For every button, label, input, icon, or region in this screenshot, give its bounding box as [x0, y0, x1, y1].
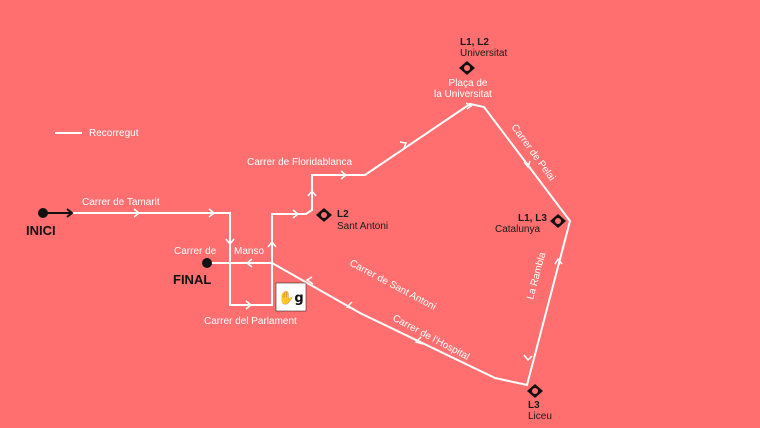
- station-lines-sant-antoni: L2: [337, 209, 349, 220]
- arrow-icon: [208, 208, 216, 218]
- station-lines-catalunya: L1, L3: [518, 213, 547, 224]
- arrow-icon: [245, 300, 253, 310]
- street-label-placa-1: Plaça de: [448, 78, 488, 89]
- street-label-floridablanca: Carrer de Floridablanca: [247, 157, 353, 168]
- arrow-icon: [523, 354, 533, 362]
- metro-icon: [550, 214, 566, 228]
- metro-icon: [459, 61, 475, 75]
- street-label-sant-antoni: Carrer de Sant Antoni: [348, 258, 438, 313]
- station-name-catalunya: Catalunya: [495, 224, 541, 235]
- arrow-icon: [245, 258, 253, 268]
- start-label: INICI: [26, 223, 56, 238]
- arrow-icon: [133, 208, 141, 218]
- street-label-manso-1: Carrer de: [174, 246, 217, 257]
- station-lines-liceu: L3: [528, 400, 540, 411]
- street-label-tamarit: Carrer de Tamarit: [82, 197, 160, 208]
- arrow-icon: [225, 238, 235, 246]
- sign-language-icon: ✋g: [275, 282, 307, 312]
- arrow-icon: [345, 301, 355, 310]
- station-lines-universitat: L1, L2: [460, 37, 489, 48]
- route-path: [72, 102, 572, 387]
- legend-label: Recorregut: [89, 128, 139, 139]
- station-name-universitat: Universitat: [460, 48, 508, 59]
- arrow-icon: [340, 170, 348, 180]
- direction-arrows: [133, 102, 563, 362]
- arrow-icon: [307, 189, 317, 197]
- metro-icon: [527, 384, 543, 398]
- metro-icon: [316, 208, 332, 222]
- arrow-icon: [465, 102, 473, 110]
- end-label: FINAL: [173, 272, 212, 287]
- street-label-rambla: La Rambla: [525, 251, 548, 301]
- street-label-pelai: Carrer de Pelai: [509, 122, 557, 183]
- street-label-placa-2: la Universitat: [434, 89, 492, 100]
- station-name-liceu: Liceu: [528, 411, 552, 422]
- svg-text:✋g: ✋g: [278, 290, 304, 306]
- arrow-icon: [399, 141, 408, 149]
- station-name-sant-antoni: Sant Antoni: [337, 221, 389, 232]
- street-label-hospital: Carrer de l'Hospital: [391, 313, 471, 363]
- arrow-icon: [292, 209, 300, 219]
- end-dot: [202, 258, 212, 268]
- arrow-icon: [414, 336, 424, 345]
- start-dot: [38, 208, 48, 218]
- street-label-manso-2: Manso: [234, 246, 265, 257]
- arrow-icon: [267, 240, 277, 248]
- street-label-parlament: Carrer del Parlament: [204, 316, 297, 327]
- arrow-icon: [523, 160, 531, 169]
- start-arrow-icon: [66, 208, 74, 218]
- arrow-icon: [554, 257, 563, 265]
- arrow-icon: [305, 276, 314, 285]
